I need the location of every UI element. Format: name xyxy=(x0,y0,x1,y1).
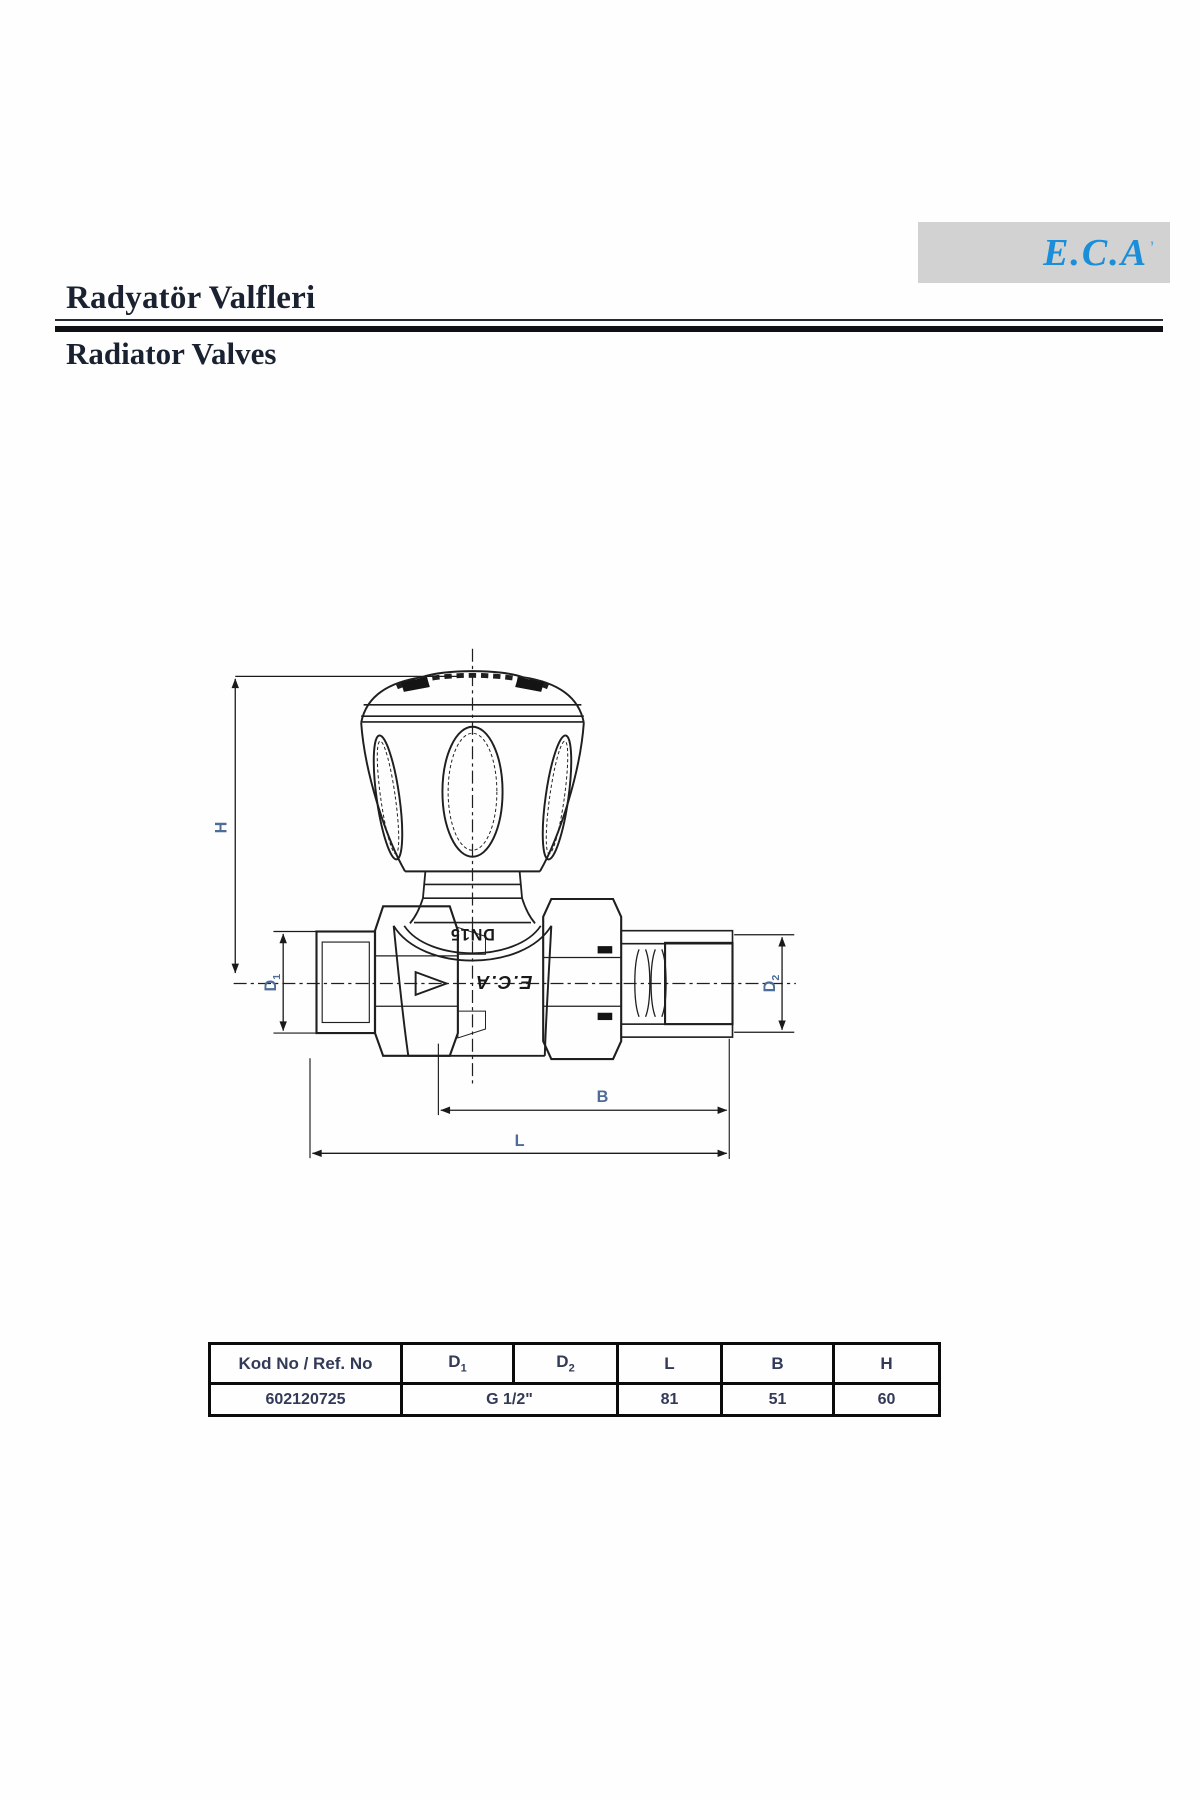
valve-handwheel xyxy=(360,670,585,873)
dimension-d2: D2 xyxy=(734,934,795,1033)
right-union-nut xyxy=(542,897,734,1061)
header-rule-thin xyxy=(55,319,1163,321)
tailpiece-male-end xyxy=(664,941,734,1026)
grip-left xyxy=(372,734,404,861)
eca-logo-text: E.C.A’ xyxy=(1043,231,1156,274)
valve-technical-drawing: DN15 E.C.A H xyxy=(212,648,796,1159)
hatch-right-nut-bottom xyxy=(542,1005,622,1060)
gasket-mark-top xyxy=(597,946,613,954)
page-title-turkish: Radyatör Valfleri xyxy=(66,280,316,316)
valve-bonnet xyxy=(392,871,553,962)
cell-b: 51 xyxy=(720,1382,835,1417)
grip-right xyxy=(541,734,573,861)
centerlines xyxy=(233,648,796,1086)
dimension-h: H xyxy=(212,675,463,974)
cell-code: 602120725 xyxy=(208,1382,403,1417)
label-b: B xyxy=(597,1088,609,1106)
knob-mark-right xyxy=(515,677,544,692)
spec-table: Kod No / Ref. No D1 D2 L B H 602120725 G… xyxy=(208,1342,941,1417)
header-rule-thick xyxy=(55,326,1163,332)
left-union-nut xyxy=(315,905,486,1057)
dimension-l: L xyxy=(309,1058,728,1159)
label-d1: D1 xyxy=(262,974,283,992)
tailpiece-wall-bottom xyxy=(620,1023,734,1038)
knob-mark-left xyxy=(401,677,430,692)
label-l: L xyxy=(515,1132,525,1150)
trademark-mark: ’ xyxy=(1150,237,1156,254)
label-h: H xyxy=(212,822,230,834)
spec-table-data-row: 602120725 G 1/2" 81 51 60 xyxy=(208,1382,941,1417)
tailpiece-wall-top xyxy=(620,929,734,945)
cell-thread-size: G 1/2" xyxy=(400,1382,619,1417)
eca-logo: E.C.A’ xyxy=(918,222,1170,283)
dimension-b: B xyxy=(437,1038,730,1159)
cell-l: 81 xyxy=(616,1382,723,1417)
header-h: H xyxy=(832,1342,941,1385)
gasket-mark-bottom xyxy=(597,1012,613,1021)
header-d2: D2 xyxy=(512,1342,619,1385)
body-mark-dn15: DN15 xyxy=(450,925,495,943)
header-d1: D1 xyxy=(400,1342,515,1385)
cell-h: 60 xyxy=(832,1382,941,1417)
grip-center xyxy=(441,725,504,858)
hatch-right-nut-top xyxy=(542,898,622,959)
flow-direction-arrow xyxy=(414,970,450,997)
hatch-left-nut-bottom xyxy=(374,1005,459,1057)
header-code: Kod No / Ref. No xyxy=(208,1342,403,1385)
page-title-english: Radiator Valves xyxy=(66,336,277,371)
spec-table-header-row: Kod No / Ref. No D1 D2 L B H xyxy=(208,1342,941,1385)
body-mark-brand: E.C.A xyxy=(474,972,532,993)
hatch-left-nut-top xyxy=(374,905,459,957)
label-d2: D2 xyxy=(761,975,782,993)
dimension-d1: D1 xyxy=(262,930,317,1034)
header-b: B xyxy=(720,1342,835,1385)
header-l: L xyxy=(616,1342,723,1385)
